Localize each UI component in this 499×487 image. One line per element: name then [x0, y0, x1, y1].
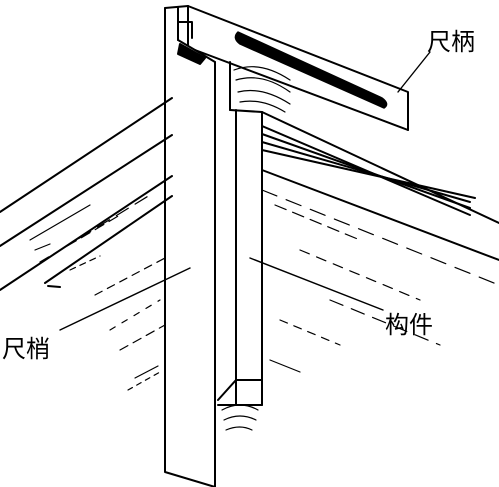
label-member: 构件: [385, 311, 433, 339]
member-board: [261, 111, 499, 373]
leader-lines: [59, 51, 431, 331]
leader-member: [249, 257, 384, 311]
square-handle: [177, 5, 409, 131]
label-blade: 尺梢: [2, 335, 50, 363]
leader-blade: [59, 267, 191, 331]
label-handle: 尺柄: [427, 28, 475, 56]
member-post: [217, 61, 291, 431]
lower-board: [0, 97, 173, 391]
leader-handle: [397, 51, 431, 93]
square-blade: [164, 5, 216, 487]
